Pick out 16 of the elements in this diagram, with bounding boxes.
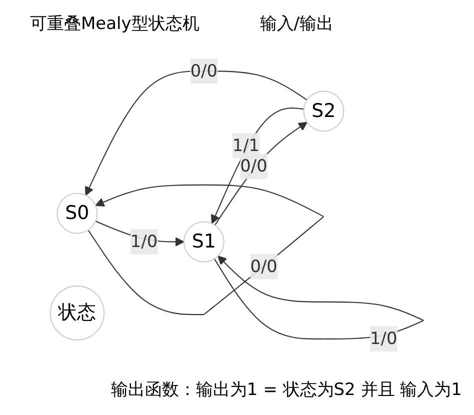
arrow [85,70,308,196]
edge-label: 0/0 [240,156,268,176]
arrow [214,122,308,226]
node-circle: 状态 [50,286,105,340]
edge-label: 0/0 [250,256,278,276]
node-circle: S1 [183,221,224,262]
diagram-title: 可重叠Mealy型状态机 [30,13,200,35]
node-circle: S0 [56,192,98,234]
edge-label: 1/0 [130,231,158,252]
arrow [211,107,304,224]
edge-label: 1/1 [232,135,260,156]
edge-label: 1/0 [370,328,398,348]
note-text: 输出函数：输出为1 = 状态为S2 并且 输入为1 [110,379,462,401]
edge-label: 0/0 [190,60,218,81]
key-text: 输入/输出 [260,13,334,35]
node-circle: S2 [303,90,344,132]
